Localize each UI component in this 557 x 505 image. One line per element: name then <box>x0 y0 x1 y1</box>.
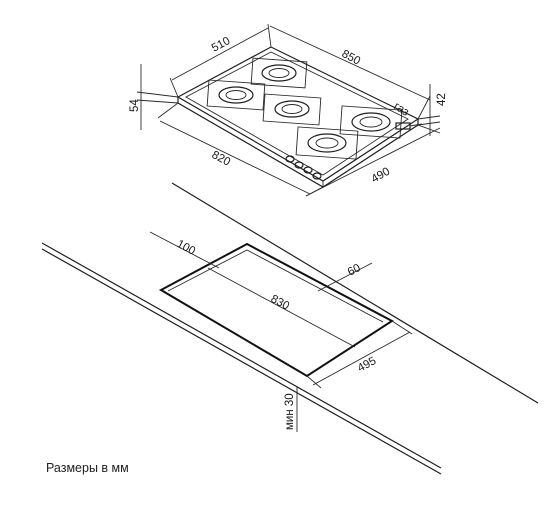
control-knobs <box>285 155 322 180</box>
dim-offset-back: 100 <box>149 231 220 269</box>
dim-cutout-depth: 495 <box>306 320 413 389</box>
svg-text:495: 495 <box>356 355 379 375</box>
burner-right <box>339 105 403 139</box>
svg-text:510: 510 <box>210 35 233 55</box>
countertop-back-edge <box>171 182 539 404</box>
svg-text:54: 54 <box>129 99 141 112</box>
dim-offset-side: 60 <box>317 262 373 292</box>
units-caption: Размеры в мм <box>46 461 129 475</box>
svg-text:820: 820 <box>210 149 233 169</box>
burner-left <box>206 79 266 111</box>
svg-text:мин 30: мин 30 <box>284 393 296 430</box>
svg-text:850: 850 <box>340 48 363 68</box>
svg-text:830: 830 <box>269 293 292 313</box>
gas-label: газ <box>391 100 410 118</box>
cutout-drawing: 100 60 830 495 мин 30 <box>41 182 539 475</box>
dim-height-left: 54 <box>129 64 179 130</box>
hob-drawing: газ 510 850 54 42 <box>129 23 448 197</box>
countertop-front-edge <box>41 242 442 469</box>
burner-front <box>295 126 359 160</box>
svg-text:42: 42 <box>436 93 448 106</box>
dim-depth-bottom: 490 <box>305 124 441 197</box>
burner-back <box>250 57 308 89</box>
burner-center <box>262 93 322 126</box>
dim-min-thickness: мин 30 <box>284 386 298 432</box>
svg-text:490: 490 <box>370 166 393 186</box>
dim-height-right: 42 <box>417 84 448 136</box>
svg-text:60: 60 <box>346 262 363 279</box>
